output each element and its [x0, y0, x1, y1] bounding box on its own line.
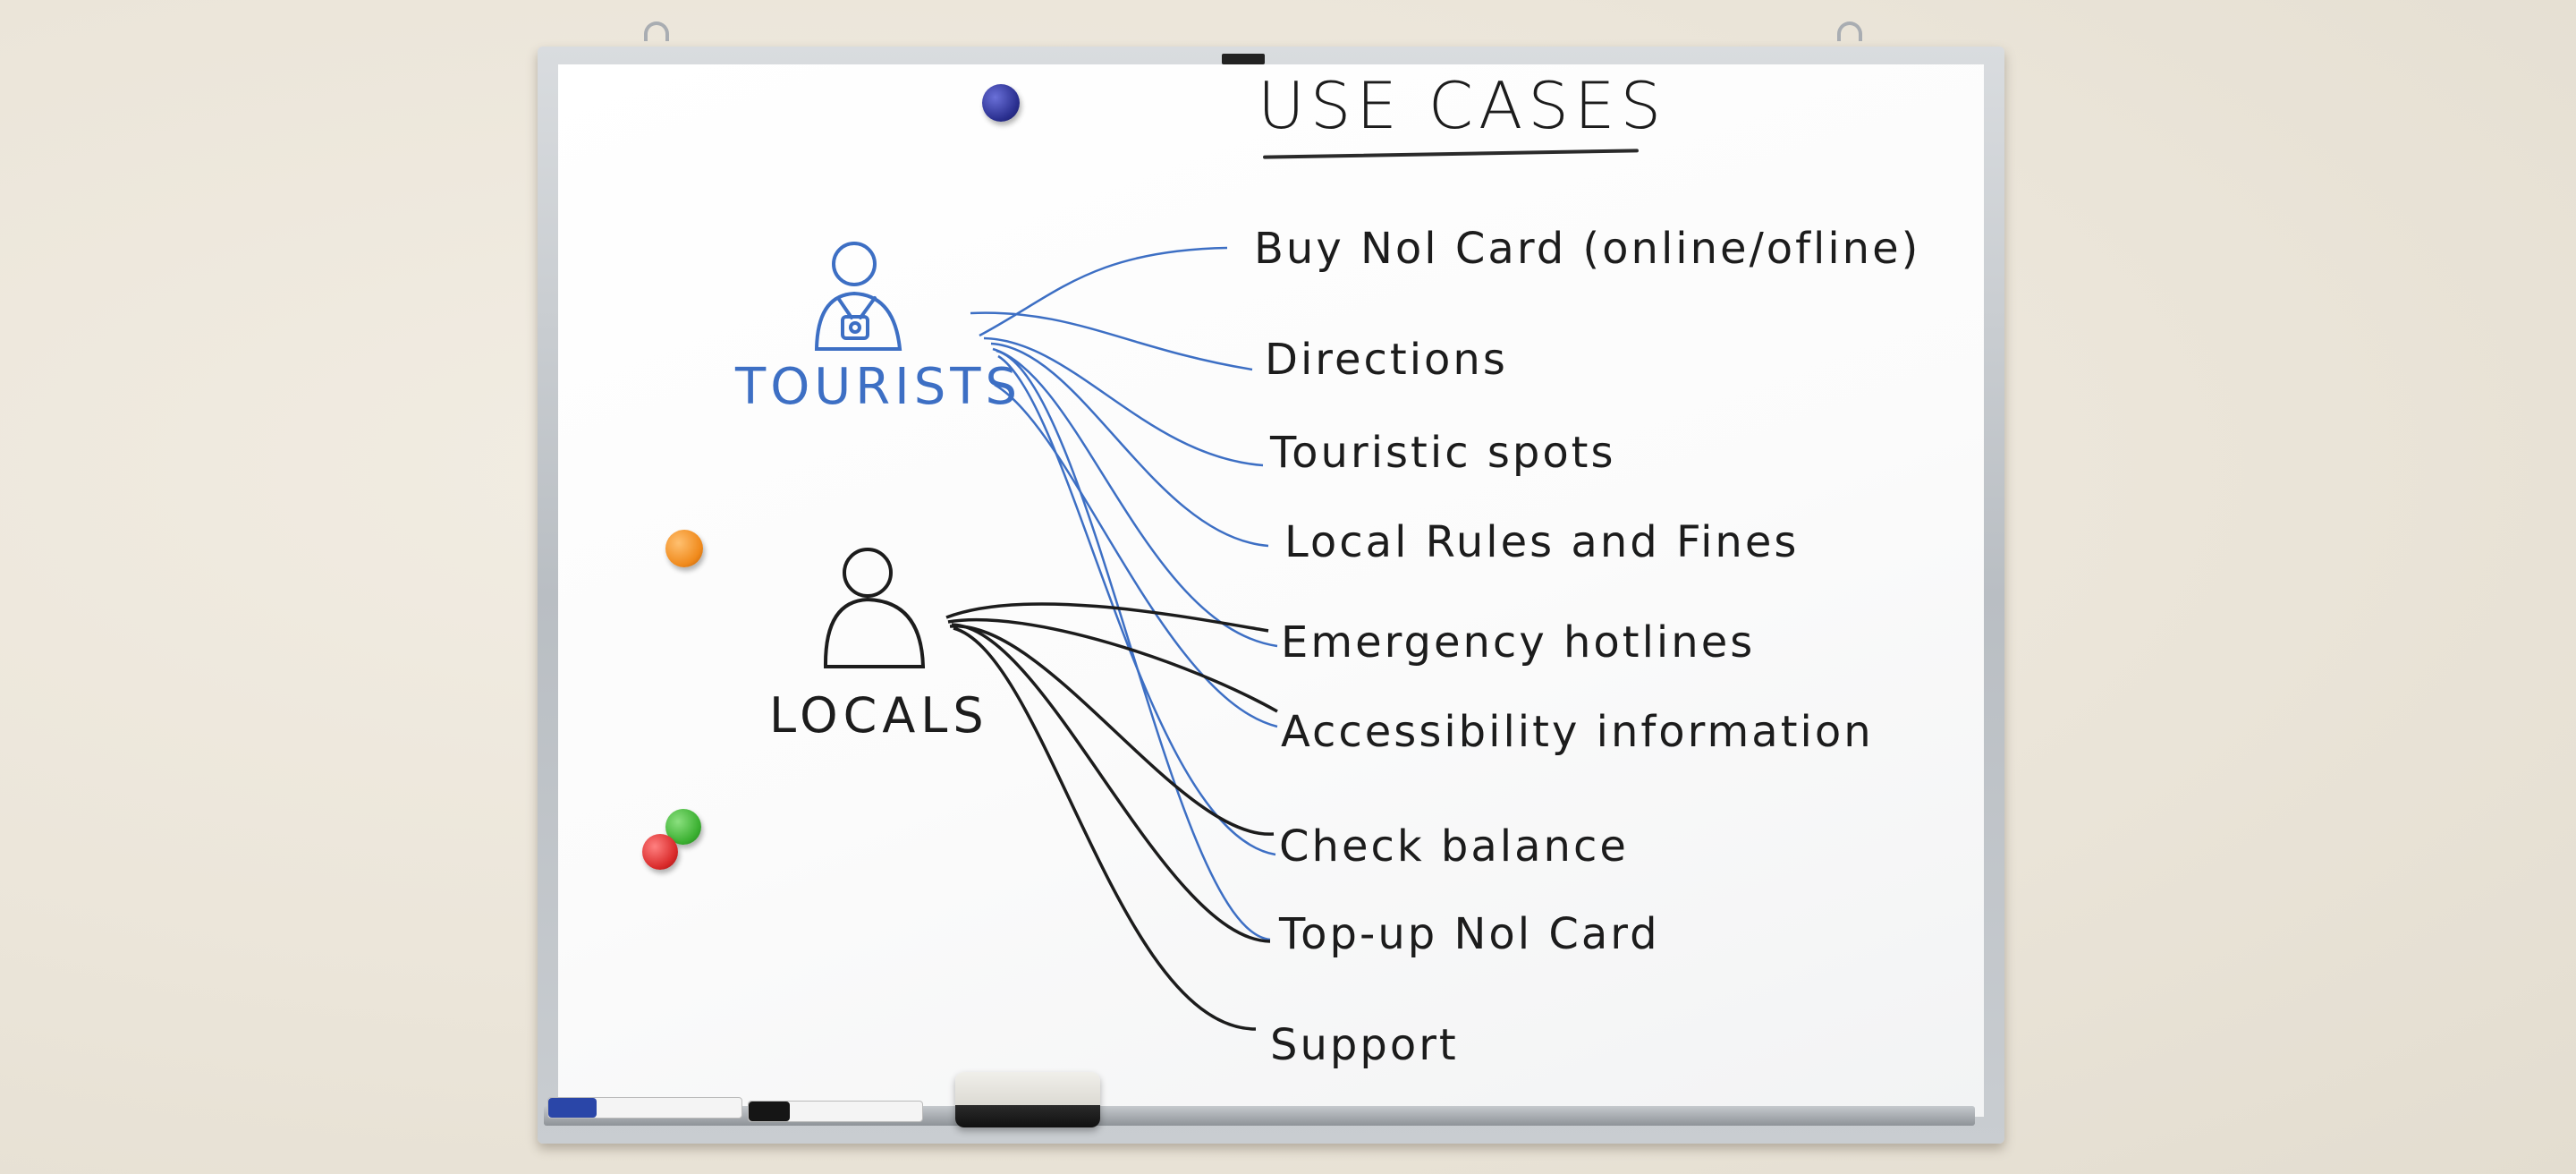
use-case-support: Support [1270, 1020, 1459, 1070]
blue-magnet [982, 84, 1020, 122]
use-case-top-up: Top-up Nol Card [1279, 909, 1660, 959]
locals-label: LOCALS [769, 687, 989, 744]
use-case-accessibility: Accessibility information [1281, 707, 1874, 757]
red-magnet [642, 834, 678, 870]
use-case-buy-nol-card: Buy Nol Card (online/ofline) [1254, 224, 1921, 274]
tourists-label: TOURISTS [735, 358, 1021, 416]
right-hanging-hook [1837, 21, 1862, 41]
use-case-check-balance: Check balance [1279, 821, 1629, 872]
blue-marker[interactable] [547, 1097, 742, 1119]
use-case-local-rules: Local Rules and Fines [1284, 517, 1800, 567]
use-case-emergency-hotlines: Emergency hotlines [1281, 617, 1756, 668]
tourist-with-camera-icon [814, 242, 902, 351]
left-hanging-hook [644, 21, 669, 41]
whiteboard-surface [558, 64, 1984, 1117]
brand-label [1222, 54, 1265, 64]
black-marker[interactable] [748, 1101, 923, 1122]
person-icon [823, 548, 926, 668]
use-case-directions: Directions [1265, 335, 1508, 385]
tourist-connectors [970, 246, 1278, 941]
orange-magnet [665, 530, 703, 567]
whiteboard-eraser[interactable] [955, 1072, 1100, 1127]
board-title: USE CASES [1258, 68, 1667, 143]
local-connectors [945, 602, 1278, 1031]
use-case-touristic-spots: Touristic spots [1270, 428, 1616, 478]
